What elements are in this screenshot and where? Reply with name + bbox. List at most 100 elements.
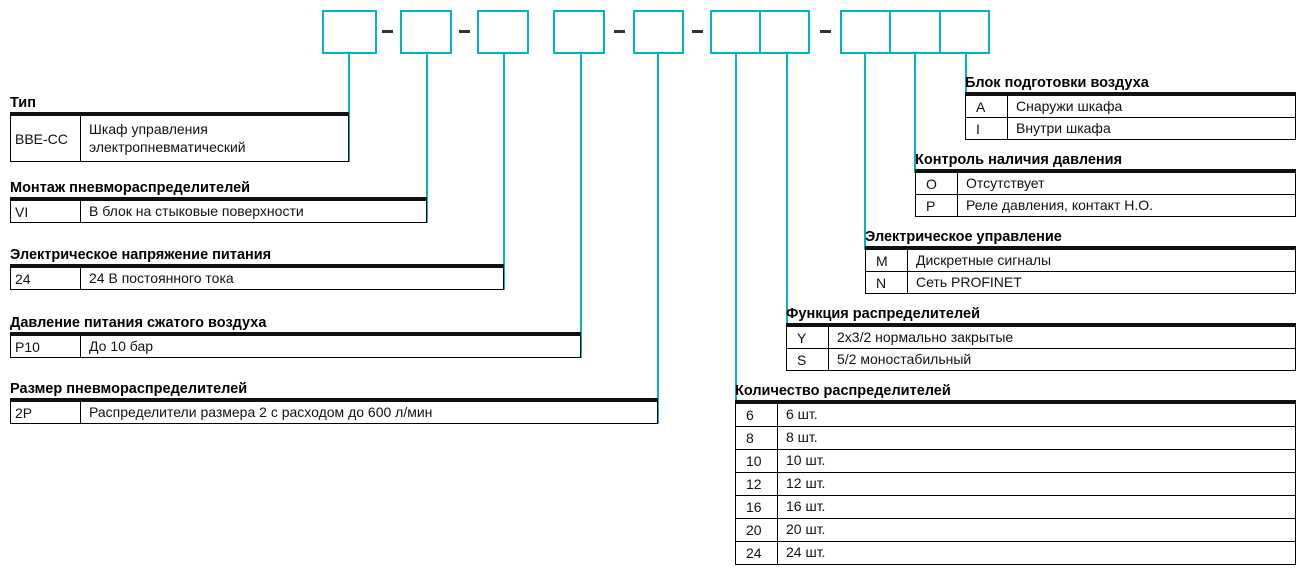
row-code: A: [966, 96, 1008, 117]
code-separator-dash: [820, 30, 831, 33]
section-title-underline: [735, 400, 1296, 404]
section-quantity: Количество распределителей 6 6 шт. 8 8 ш…: [735, 383, 1296, 565]
row-desc: В блок на стыковые поверхности: [89, 202, 304, 219]
row-code: 10: [736, 450, 778, 472]
code-box-mounting: [400, 10, 452, 54]
row-code: 6: [736, 404, 778, 426]
code-box-quantity: [712, 12, 761, 52]
section-title: Электрическое управление: [865, 229, 1062, 245]
row-desc: Шкаф управления электропневматический: [89, 121, 246, 155]
row-desc: 5/2 моностабильный: [837, 350, 972, 367]
section-table: 24 24 В постоянного тока: [10, 268, 504, 290]
row-code: Y: [787, 327, 829, 348]
row-code: P: [916, 195, 958, 216]
row-code: S: [787, 349, 829, 370]
row-code: O: [916, 173, 958, 194]
section-mounting: Монтаж пневмораспределителей VI В блок н…: [10, 180, 427, 223]
code-box-type: [322, 10, 377, 54]
row-desc: 12 шт.: [786, 475, 826, 492]
section-title-underline: [10, 332, 581, 336]
section-title-underline: [10, 264, 504, 268]
section-title: Монтаж пневмораспределителей: [10, 180, 251, 196]
section-title-underline: [915, 169, 1296, 173]
table-row: BBE-CC Шкаф управления электропневматиче…: [11, 116, 348, 162]
row-desc: 10 шт.: [786, 452, 826, 469]
connector-mounting: [426, 54, 428, 223]
section-table: VI В блок на стыковые поверхности: [10, 201, 427, 223]
section-title: Контроль наличия давления: [915, 152, 1123, 168]
table-row: S 5/2 моностабильный: [787, 349, 1295, 371]
connector-voltage: [503, 54, 505, 290]
table-row: 16 16 шт.: [736, 496, 1295, 519]
section-table: 2P Распределители размера 2 с расходом д…: [10, 402, 658, 424]
code-box-group-quantity-function: [710, 10, 810, 54]
table-row: VI В блок на стыковые поверхности: [11, 201, 426, 223]
section-function: Функция распределителей Y 2х3/2 нормальн…: [786, 306, 1296, 371]
code-box-air-unit: [941, 12, 988, 52]
row-code: N: [866, 272, 908, 293]
table-row: 20 20 шт.: [736, 519, 1295, 542]
table-row: N Сеть PROFINET: [866, 272, 1295, 294]
code-separator-dash: [614, 30, 625, 33]
section-pressure: Давление питания сжатого воздуха P10 До …: [10, 315, 581, 358]
section-title-underline: [786, 323, 1296, 327]
row-desc: Внутри шкафа: [1016, 119, 1111, 136]
row-desc: Сеть PROFINET: [916, 273, 1022, 290]
section-title-underline: [10, 398, 658, 402]
section-voltage: Электрическое напряжение питания 24 24 В…: [10, 247, 504, 290]
table-row: 2P Распределители размера 2 с расходом д…: [11, 402, 657, 424]
table-row: M Дискретные сигналы: [866, 250, 1295, 272]
code-separator-dash: [459, 30, 470, 33]
row-code: VI: [11, 201, 81, 222]
row-code: 24: [736, 542, 778, 564]
connector-quantity: [735, 54, 737, 404]
code-separator-dash: [382, 30, 393, 33]
section-control: Электрическое управление M Дискретные си…: [865, 229, 1296, 294]
section-table: BBE-CC Шкаф управления электропневматиче…: [10, 116, 349, 162]
connector-size: [657, 54, 659, 424]
row-desc: Отсутствует: [966, 174, 1045, 191]
connector-pressure: [580, 54, 582, 358]
row-code: 24: [11, 268, 81, 289]
table-row: P Реле давления, контакт Н.О.: [916, 195, 1295, 217]
section-title: Давление питания сжатого воздуха: [10, 315, 267, 331]
table-row: 6 6 шт.: [736, 404, 1295, 427]
table-row: A Снаружи шкафа: [966, 96, 1295, 118]
row-code: 20: [736, 519, 778, 541]
row-code: I: [966, 118, 1008, 139]
section-title: Размер пневмораспределителей: [10, 381, 248, 397]
connector-pressure-monitor: [914, 54, 916, 173]
section-title-underline: [10, 197, 427, 201]
row-desc: 2х3/2 нормально закрытые: [837, 328, 1014, 345]
connector-function: [786, 54, 788, 327]
row-desc: 24 шт.: [786, 544, 826, 561]
row-desc: 8 шт.: [786, 429, 818, 446]
row-code: M: [866, 250, 908, 271]
section-pressure-monitor: Контроль наличия давления O Отсутствует …: [915, 152, 1296, 217]
connector-control: [864, 54, 866, 250]
row-desc: Распределители размера 2 с расходом до 6…: [89, 403, 433, 420]
section-title-underline: [10, 112, 349, 116]
row-desc: До 10 бар: [89, 337, 154, 354]
section-table: O Отсутствует P Реле давления, контакт Н…: [915, 173, 1296, 217]
connector-air-unit: [965, 54, 967, 96]
section-table: Y 2х3/2 нормально закрытые S 5/2 моноста…: [786, 327, 1296, 371]
row-desc: 24 В постоянного тока: [89, 269, 234, 286]
section-title: Тип: [10, 95, 36, 111]
table-row: 8 8 шт.: [736, 427, 1295, 450]
section-air-unit: Блок подготовки воздуха A Снаружи шкафа …: [965, 75, 1296, 140]
code-box-voltage: [477, 10, 529, 54]
section-size: Размер пневмораспределителей 2P Распреде…: [10, 381, 658, 424]
section-table: M Дискретные сигналы N Сеть PROFINET: [865, 250, 1296, 294]
table-row: 24 24 В постоянного тока: [11, 268, 503, 290]
table-row: 10 10 шт.: [736, 450, 1295, 473]
table-row: I Внутри шкафа: [966, 118, 1295, 140]
row-desc: Дискретные сигналы: [916, 251, 1052, 268]
connector-type: [348, 54, 350, 162]
section-title: Блок подготовки воздуха: [965, 75, 1149, 91]
section-title: Количество распределителей: [735, 383, 951, 399]
section-title-underline: [965, 92, 1296, 96]
row-desc: 20 шт.: [786, 521, 826, 538]
row-desc: Реле давления, контакт Н.О.: [966, 196, 1154, 213]
row-desc: 6 шт.: [786, 406, 818, 423]
